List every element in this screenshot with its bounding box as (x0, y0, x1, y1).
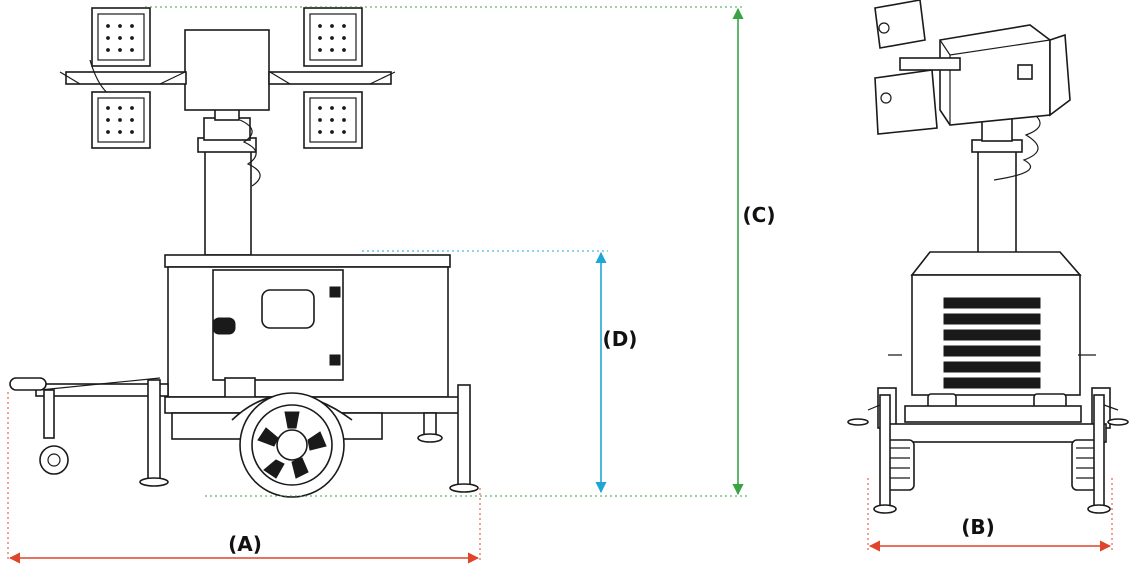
dimension-d: (D) (362, 250, 638, 494)
dimension-a-label: (A) (228, 532, 262, 556)
side-crossbar-right (268, 71, 396, 85)
front-head-box (939, 24, 1051, 126)
dimension-c: (C) (145, 6, 776, 497)
side-view (9, 7, 479, 498)
side-floodlight-top-right (303, 7, 363, 67)
side-jockey-wheel (39, 445, 69, 475)
front-generator-body (910, 251, 1082, 415)
front-floodlights (874, 0, 1071, 135)
front-chassis (877, 387, 1111, 443)
side-wheel (231, 392, 353, 498)
dimension-c-label: (C) (743, 203, 776, 227)
side-floodlight-bottom-left (91, 91, 151, 149)
dimension-b-label: (B) (961, 515, 995, 539)
front-stabilizer-legs (847, 354, 1129, 514)
side-floodlight-top-left (91, 7, 151, 67)
front-wheels (885, 439, 1101, 491)
dimension-d-label: (D) (603, 327, 638, 351)
side-crossbar-left (59, 59, 187, 101)
front-view (847, 0, 1129, 514)
side-mast (197, 107, 261, 256)
side-head-box (184, 29, 270, 111)
side-stabilizer-legs (139, 379, 479, 493)
side-generator-body (164, 254, 451, 399)
dimension-b: (B) (867, 478, 1113, 552)
dimension-a: (A) (7, 392, 481, 564)
side-floodlight-bottom-right (303, 91, 363, 149)
